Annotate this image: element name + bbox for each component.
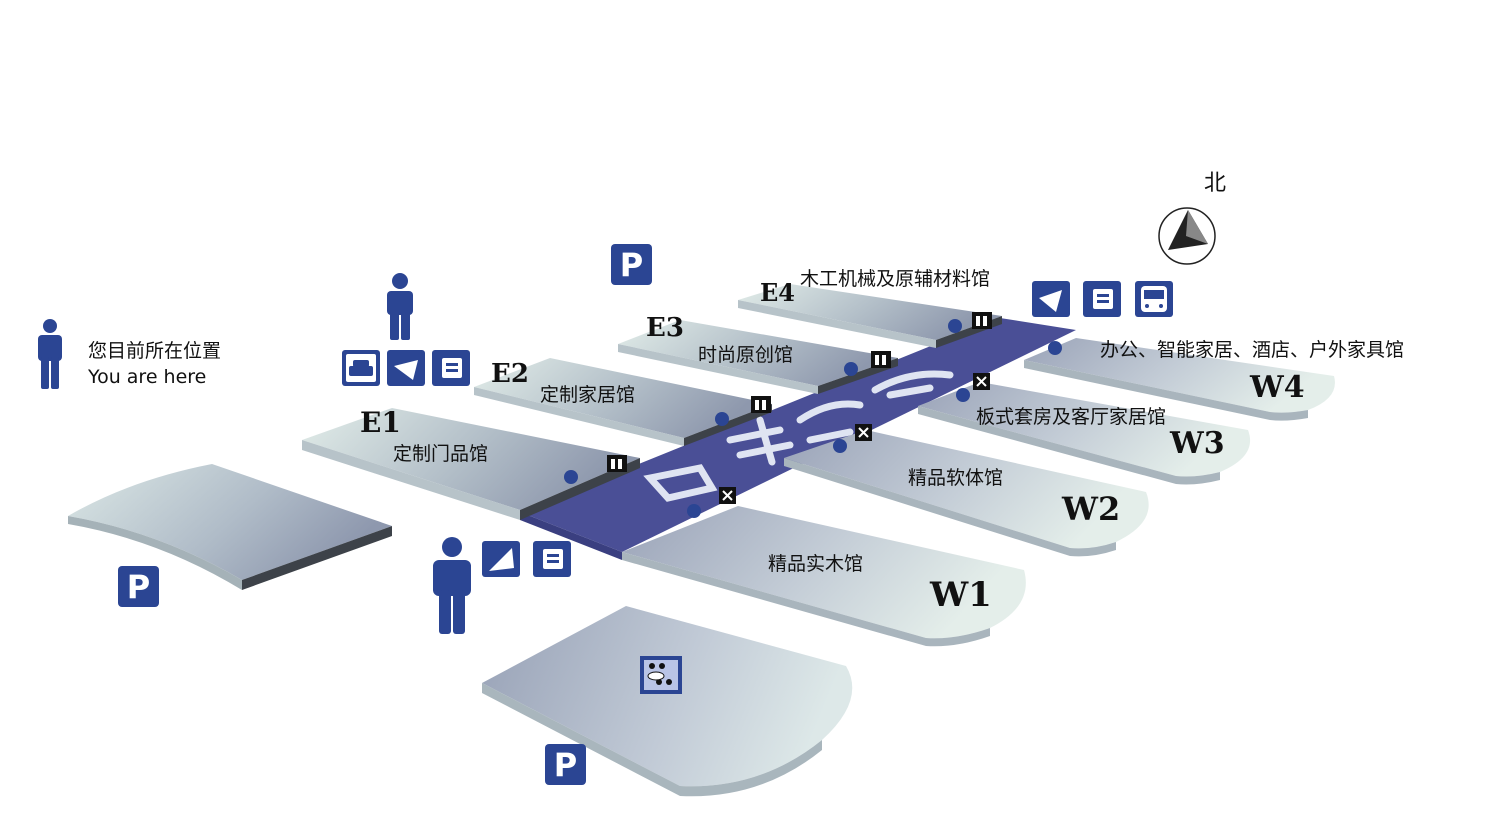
information-icon: [564, 470, 578, 484]
corridor-lettering: [643, 370, 954, 502]
legend-you-are-here-cn: 您目前所在位置: [88, 340, 222, 362]
north-label: 北: [1204, 171, 1227, 196]
direction-arrow-icon: [482, 541, 520, 577]
hall-E2[interactable]: [474, 358, 772, 446]
restroom-icon: [751, 396, 771, 413]
person-icon: [387, 273, 413, 340]
parking-icon[interactable]: P: [611, 244, 652, 285]
hall-W1-code: W1: [929, 575, 992, 615]
parking-lot-south: [482, 606, 853, 797]
parking-icon[interactable]: P: [545, 744, 586, 785]
hall-W1-name: 精品实木馆: [768, 553, 863, 575]
restroom-icon: [871, 351, 891, 368]
hall-W2-name: 精品软体馆: [908, 467, 1003, 489]
meeting-room-icon: [640, 656, 682, 694]
person-icon: [38, 319, 62, 389]
hall-E4-name: 木工机械及原辅材料馆: [800, 268, 990, 290]
hall-W2-code: W2: [1061, 490, 1120, 528]
hall-E4-code: E4: [760, 278, 795, 307]
bus-icon: [1135, 281, 1173, 317]
information-icon: [844, 362, 858, 376]
information-icon: [1048, 341, 1062, 355]
hall-W4[interactable]: [1024, 338, 1335, 421]
information-icon: [948, 319, 962, 333]
hall-E2-name: 定制家居馆: [540, 384, 635, 406]
hall-W4-name: 办公、智能家居、酒店、户外家具馆: [1100, 339, 1404, 361]
direction-arrow-icon: [387, 350, 425, 386]
restroom-icon: [972, 312, 992, 329]
compass-icon: [1158, 207, 1216, 265]
hall-W1[interactable]: [622, 506, 1026, 647]
svg-text:P: P: [554, 746, 577, 784]
hall-E1-code: E1: [360, 406, 401, 439]
hall-W3-name: 板式套房及客厅家居馆: [976, 406, 1166, 428]
information-icon: [956, 388, 970, 402]
taxi-icon: [342, 350, 380, 386]
no-entry-icon: [855, 424, 872, 441]
no-entry-icon: [973, 373, 990, 390]
hall-E1[interactable]: [302, 408, 640, 520]
restroom-icon: [607, 455, 627, 472]
hall-E3-name: 时尚原创馆: [698, 344, 793, 366]
information-icon: [687, 504, 701, 518]
hall-E3-code: E3: [646, 313, 684, 343]
hall-W3-code: W3: [1169, 426, 1225, 461]
information-desk-icon: [533, 541, 571, 577]
information-desk-icon: [1083, 281, 1121, 317]
parking-icon[interactable]: P: [118, 566, 159, 607]
svg-text:P: P: [620, 246, 643, 284]
hall-E1-name: 定制门品馆: [393, 443, 488, 465]
information-icon: [715, 412, 729, 426]
hall-W3[interactable]: [918, 382, 1251, 485]
svg-text:P: P: [127, 568, 150, 606]
legend-you-are-here-en: You are here: [88, 366, 207, 388]
hall-E2-code: E2: [491, 359, 529, 389]
direction-arrow-icon: [1032, 281, 1070, 317]
information-icon: [833, 439, 847, 453]
hall-W4-code: W4: [1249, 370, 1305, 405]
information-desk-icon: [432, 350, 470, 386]
hall-W2[interactable]: [784, 430, 1149, 557]
no-entry-icon: [719, 487, 736, 504]
parking-lot-west: [68, 464, 392, 590]
person-icon: [433, 537, 471, 634]
